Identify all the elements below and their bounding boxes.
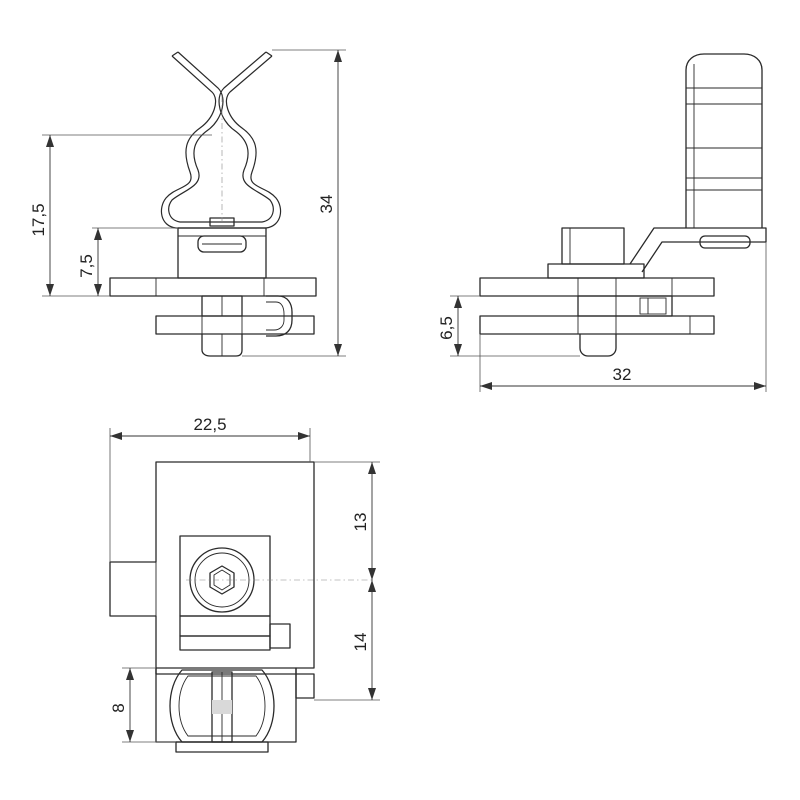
dim-32-arrow-left — [480, 382, 492, 390]
top-mid — [179, 615, 271, 637]
clip-pillar — [685, 53, 763, 228]
dim-34-arrow-bottom — [334, 344, 342, 356]
lower-plate — [155, 315, 315, 335]
hex-socket-icon — [209, 565, 235, 595]
side-upper-plate — [479, 277, 715, 297]
clip-round-inner — [178, 675, 266, 737]
dim-17-5-arrow-bottom — [46, 284, 54, 296]
dim-34-arrow-top — [334, 50, 342, 62]
bracket-screw — [699, 235, 751, 249]
dim-13-arrow-top — [368, 462, 376, 474]
side-bolt-tip — [579, 334, 617, 357]
side-mid-hole — [639, 297, 667, 315]
clip-bottom-bar — [175, 741, 269, 753]
dim-34-label: 34 — [317, 195, 336, 214]
dim-22-5-arrow-right — [298, 432, 310, 440]
clip-end-left — [171, 51, 179, 57]
dim-7-5-label: 7,5 — [77, 254, 96, 278]
spring-clip-inner — [168, 51, 274, 223]
dim-8-label: 8 — [109, 703, 128, 712]
side-view: 6,5 32 — [437, 53, 767, 392]
top-mid-side — [269, 623, 291, 649]
dim-17-5-arrow-top — [46, 135, 54, 147]
dim-14-arrow-bottom — [368, 688, 376, 700]
spring-clip-outer — [160, 55, 282, 229]
side-block — [561, 227, 625, 265]
dim-8-arrow-bottom — [126, 730, 134, 742]
side-mid — [577, 295, 673, 317]
upper-plate — [109, 277, 317, 297]
hook-element-inner — [266, 301, 285, 331]
dim-13-arrow-bottom — [368, 568, 376, 580]
dim-7-5-arrow-bottom — [94, 284, 102, 296]
dim-22-5-label: 22,5 — [193, 415, 226, 434]
side-lower-plate — [479, 315, 715, 335]
top-view: 22,5 13 14 8 — [109, 415, 380, 753]
dim-8-arrow-top — [126, 668, 134, 680]
dim-17-5-label: 17,5 — [29, 203, 48, 236]
dim-6-5-arrow-top — [454, 296, 462, 308]
top-mid-lower — [179, 635, 271, 651]
dim-14-arrow-top — [368, 580, 376, 592]
dim-22-5-arrow-left — [110, 432, 122, 440]
hex-socket-inner — [213, 569, 231, 591]
dim-6-5-label: 6,5 — [437, 316, 456, 340]
dim-14-label: 14 — [351, 633, 370, 652]
clip-slot-notch — [212, 700, 232, 714]
dim-7-5-arrow-top — [94, 228, 102, 240]
top-main-plate — [109, 461, 315, 675]
dim-6-5-arrow-bottom — [454, 344, 462, 356]
bolt-tip — [201, 334, 243, 357]
dim-32-arrow-right — [754, 382, 766, 390]
dim-13-label: 13 — [351, 513, 370, 532]
clip-housing-tab — [295, 673, 315, 699]
screw-head — [197, 235, 247, 253]
front-view: 17,5 7,5 34 — [29, 49, 346, 357]
bent-bracket — [629, 227, 767, 273]
side-step — [547, 263, 645, 279]
dim-32-label: 32 — [613, 365, 632, 384]
clip-end-right — [265, 51, 273, 57]
